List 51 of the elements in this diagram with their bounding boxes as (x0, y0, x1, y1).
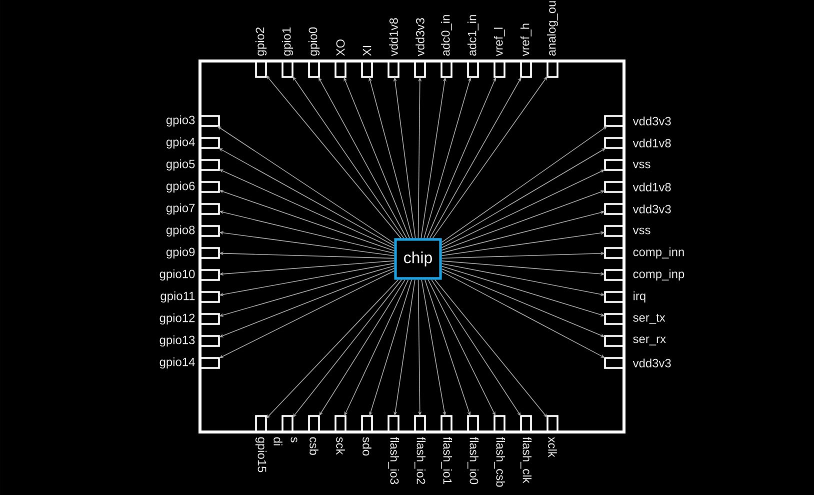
pin-label: vref_l (494, 28, 506, 56)
pin-label: vdd1v8 (632, 138, 671, 148)
pin-label: gpio5 (166, 159, 195, 171)
arrow (266, 75, 402, 239)
pin-label: comp_inn (633, 247, 684, 259)
pin-label: flash_io0 (467, 436, 479, 484)
chip-box: chip (394, 238, 442, 280)
pin-label: di (274, 437, 282, 446)
pin-label: flash_io3 (388, 436, 400, 484)
pin-label: irq (634, 291, 646, 303)
pin-label: xclk (548, 436, 557, 458)
pin-label: XI (362, 46, 372, 56)
pin-label: gpio6 (166, 181, 195, 193)
pin-label: flash_csb (494, 436, 506, 487)
pin-label: gpio9 (166, 247, 195, 259)
pin-label: gpio13 (160, 335, 195, 347)
pin-label: vss (632, 228, 650, 234)
pin-label: vdd1v8 (389, 18, 398, 56)
pin-label: flash_io1 (440, 436, 452, 484)
pin-label: gpio7 (166, 203, 195, 215)
pin-label: analog_ou (546, 1, 558, 56)
pin-label: vdd3v3 (632, 116, 671, 126)
pin-label: sck (336, 437, 345, 455)
pin-label: ser_tx (633, 314, 666, 324)
pin-label: adc1_in (468, 15, 479, 56)
pin-label: sdo (362, 437, 372, 456)
pin-label: comp_inp (633, 269, 684, 281)
pin-label: gpio0 (308, 27, 320, 56)
pin-label: adc0_in (441, 15, 452, 56)
pin-label: gpio12 (160, 313, 195, 325)
pin-label: csb (310, 437, 318, 455)
pin-label: gpio4 (166, 137, 195, 149)
pin-label: flash_clk (520, 436, 532, 484)
pin-label: gpio8 (166, 225, 195, 237)
pin-label: gpio11 (160, 291, 195, 303)
pin-label: gpio2 (255, 28, 267, 56)
pin-label: gpio14 (160, 357, 195, 369)
pin-label: flash_io2 (414, 436, 426, 484)
pin-label: vdd3v3 (632, 358, 671, 368)
pin-label: s (290, 437, 298, 442)
pin-label: vss (632, 162, 650, 168)
pin-label: gpio10 (160, 269, 195, 281)
pin-label: vdd3v3 (416, 18, 424, 56)
pin-label: vref_h (520, 24, 532, 56)
pin-label: vdd1v8 (632, 182, 671, 192)
pin-label: gpio1 (282, 28, 294, 56)
pin-label: gpio15 (255, 437, 267, 472)
pin-label: ser_rx (633, 336, 666, 346)
pin-label: vdd3v3 (632, 204, 671, 214)
pin-label: gpio3 (166, 115, 195, 127)
pin-label: XO (336, 40, 345, 56)
